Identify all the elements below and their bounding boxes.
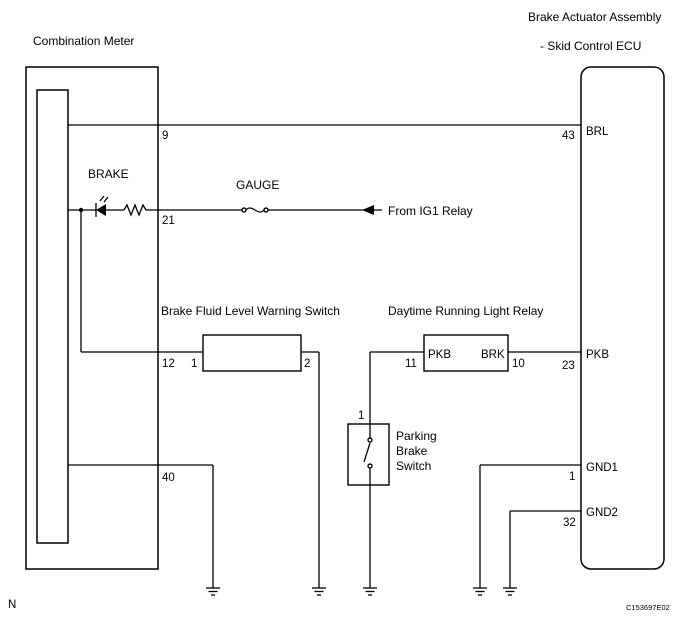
drl-relay-box	[423, 334, 509, 372]
meter-pin-21: 21	[162, 215, 175, 227]
parking-switch-label-1: Parking	[396, 429, 437, 443]
resistor-icon	[123, 203, 147, 217]
fluid-switch-pin-1: 1	[191, 358, 197, 370]
switch-contact-bottom	[367, 463, 373, 469]
meter-pin-9: 9	[162, 130, 168, 142]
ground-icon	[312, 587, 326, 596]
ecu-label-line2: - Skid Control ECU	[540, 39, 641, 53]
gauge-fuse-icon	[245, 207, 265, 213]
ground-icon	[206, 587, 220, 596]
parking-brake-switch-box	[347, 423, 390, 486]
brake-lamp-label: BRAKE	[88, 167, 129, 181]
ecu-terminal-brl: BRL	[586, 126, 609, 138]
brake-fluid-switch-box	[202, 334, 302, 372]
parking-switch-label-2: Brake	[396, 444, 428, 458]
parking-switch-label-3: Switch	[396, 459, 431, 473]
ig1-source-label: From IG1 Relay	[388, 204, 473, 218]
combination-meter-label: Combination Meter	[33, 34, 134, 48]
fluid-switch-label: Brake Fluid Level Warning Switch	[161, 304, 340, 318]
ecu-terminal-gnd2: GND2	[586, 507, 618, 519]
parking-switch-pin-1: 1	[358, 410, 364, 422]
ecu-label-line1: Brake Actuator Assembly	[528, 10, 661, 24]
drl-relay-label: Daytime Running Light Relay	[388, 304, 543, 318]
relay-terminal-brk: BRK	[481, 349, 505, 361]
fuse-terminal-right	[263, 207, 269, 213]
meter-pin-40: 40	[162, 472, 175, 484]
ecu-pin-32: 32	[563, 517, 576, 529]
relay-pin-10: 10	[512, 358, 525, 370]
ecu-terminal-pkb: PKB	[586, 349, 609, 361]
corner-mark: N	[8, 599, 16, 611]
meter-inner-panel	[36, 89, 69, 544]
ecu-pin-1: 1	[569, 471, 575, 483]
brake-led-icon	[96, 204, 106, 216]
switch-blade-icon	[363, 442, 371, 463]
fuse-terminal-left	[241, 207, 247, 213]
ecu-pin-23: 23	[562, 360, 575, 372]
ground-icon	[503, 587, 517, 596]
arrow-left-icon	[362, 205, 374, 215]
fluid-switch-pin-2: 2	[304, 358, 310, 370]
ground-icon	[473, 587, 487, 596]
skid-control-ecu-box	[580, 66, 665, 570]
relay-pin-11: 11	[405, 358, 417, 370]
ecu-terminal-gnd1: GND1	[586, 462, 618, 474]
gauge-fuse-label: GAUGE	[236, 178, 279, 192]
switch-contact-top	[367, 437, 373, 443]
led-ray-1	[99, 195, 105, 202]
ground-icon	[363, 587, 377, 596]
meter-pin-12: 12	[162, 358, 175, 370]
ecu-pin-43: 43	[562, 130, 575, 142]
led-ray-2	[103, 196, 109, 203]
combination-meter-box	[25, 66, 159, 570]
relay-terminal-pkb: PKB	[428, 349, 451, 361]
figure-id: C153697E02	[626, 603, 670, 612]
